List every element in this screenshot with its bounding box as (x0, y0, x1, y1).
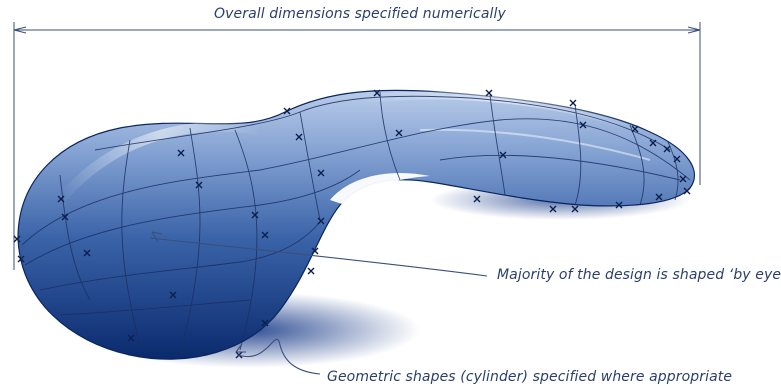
annotation-geometric-shapes: Geometric shapes (cylinder) specified wh… (327, 369, 732, 385)
annotation-overall-dimensions: Overall dimensions specified numerically (214, 6, 506, 22)
annotation-shaped-by-eye: Majority of the design is shaped ‘by eye… (497, 267, 781, 283)
